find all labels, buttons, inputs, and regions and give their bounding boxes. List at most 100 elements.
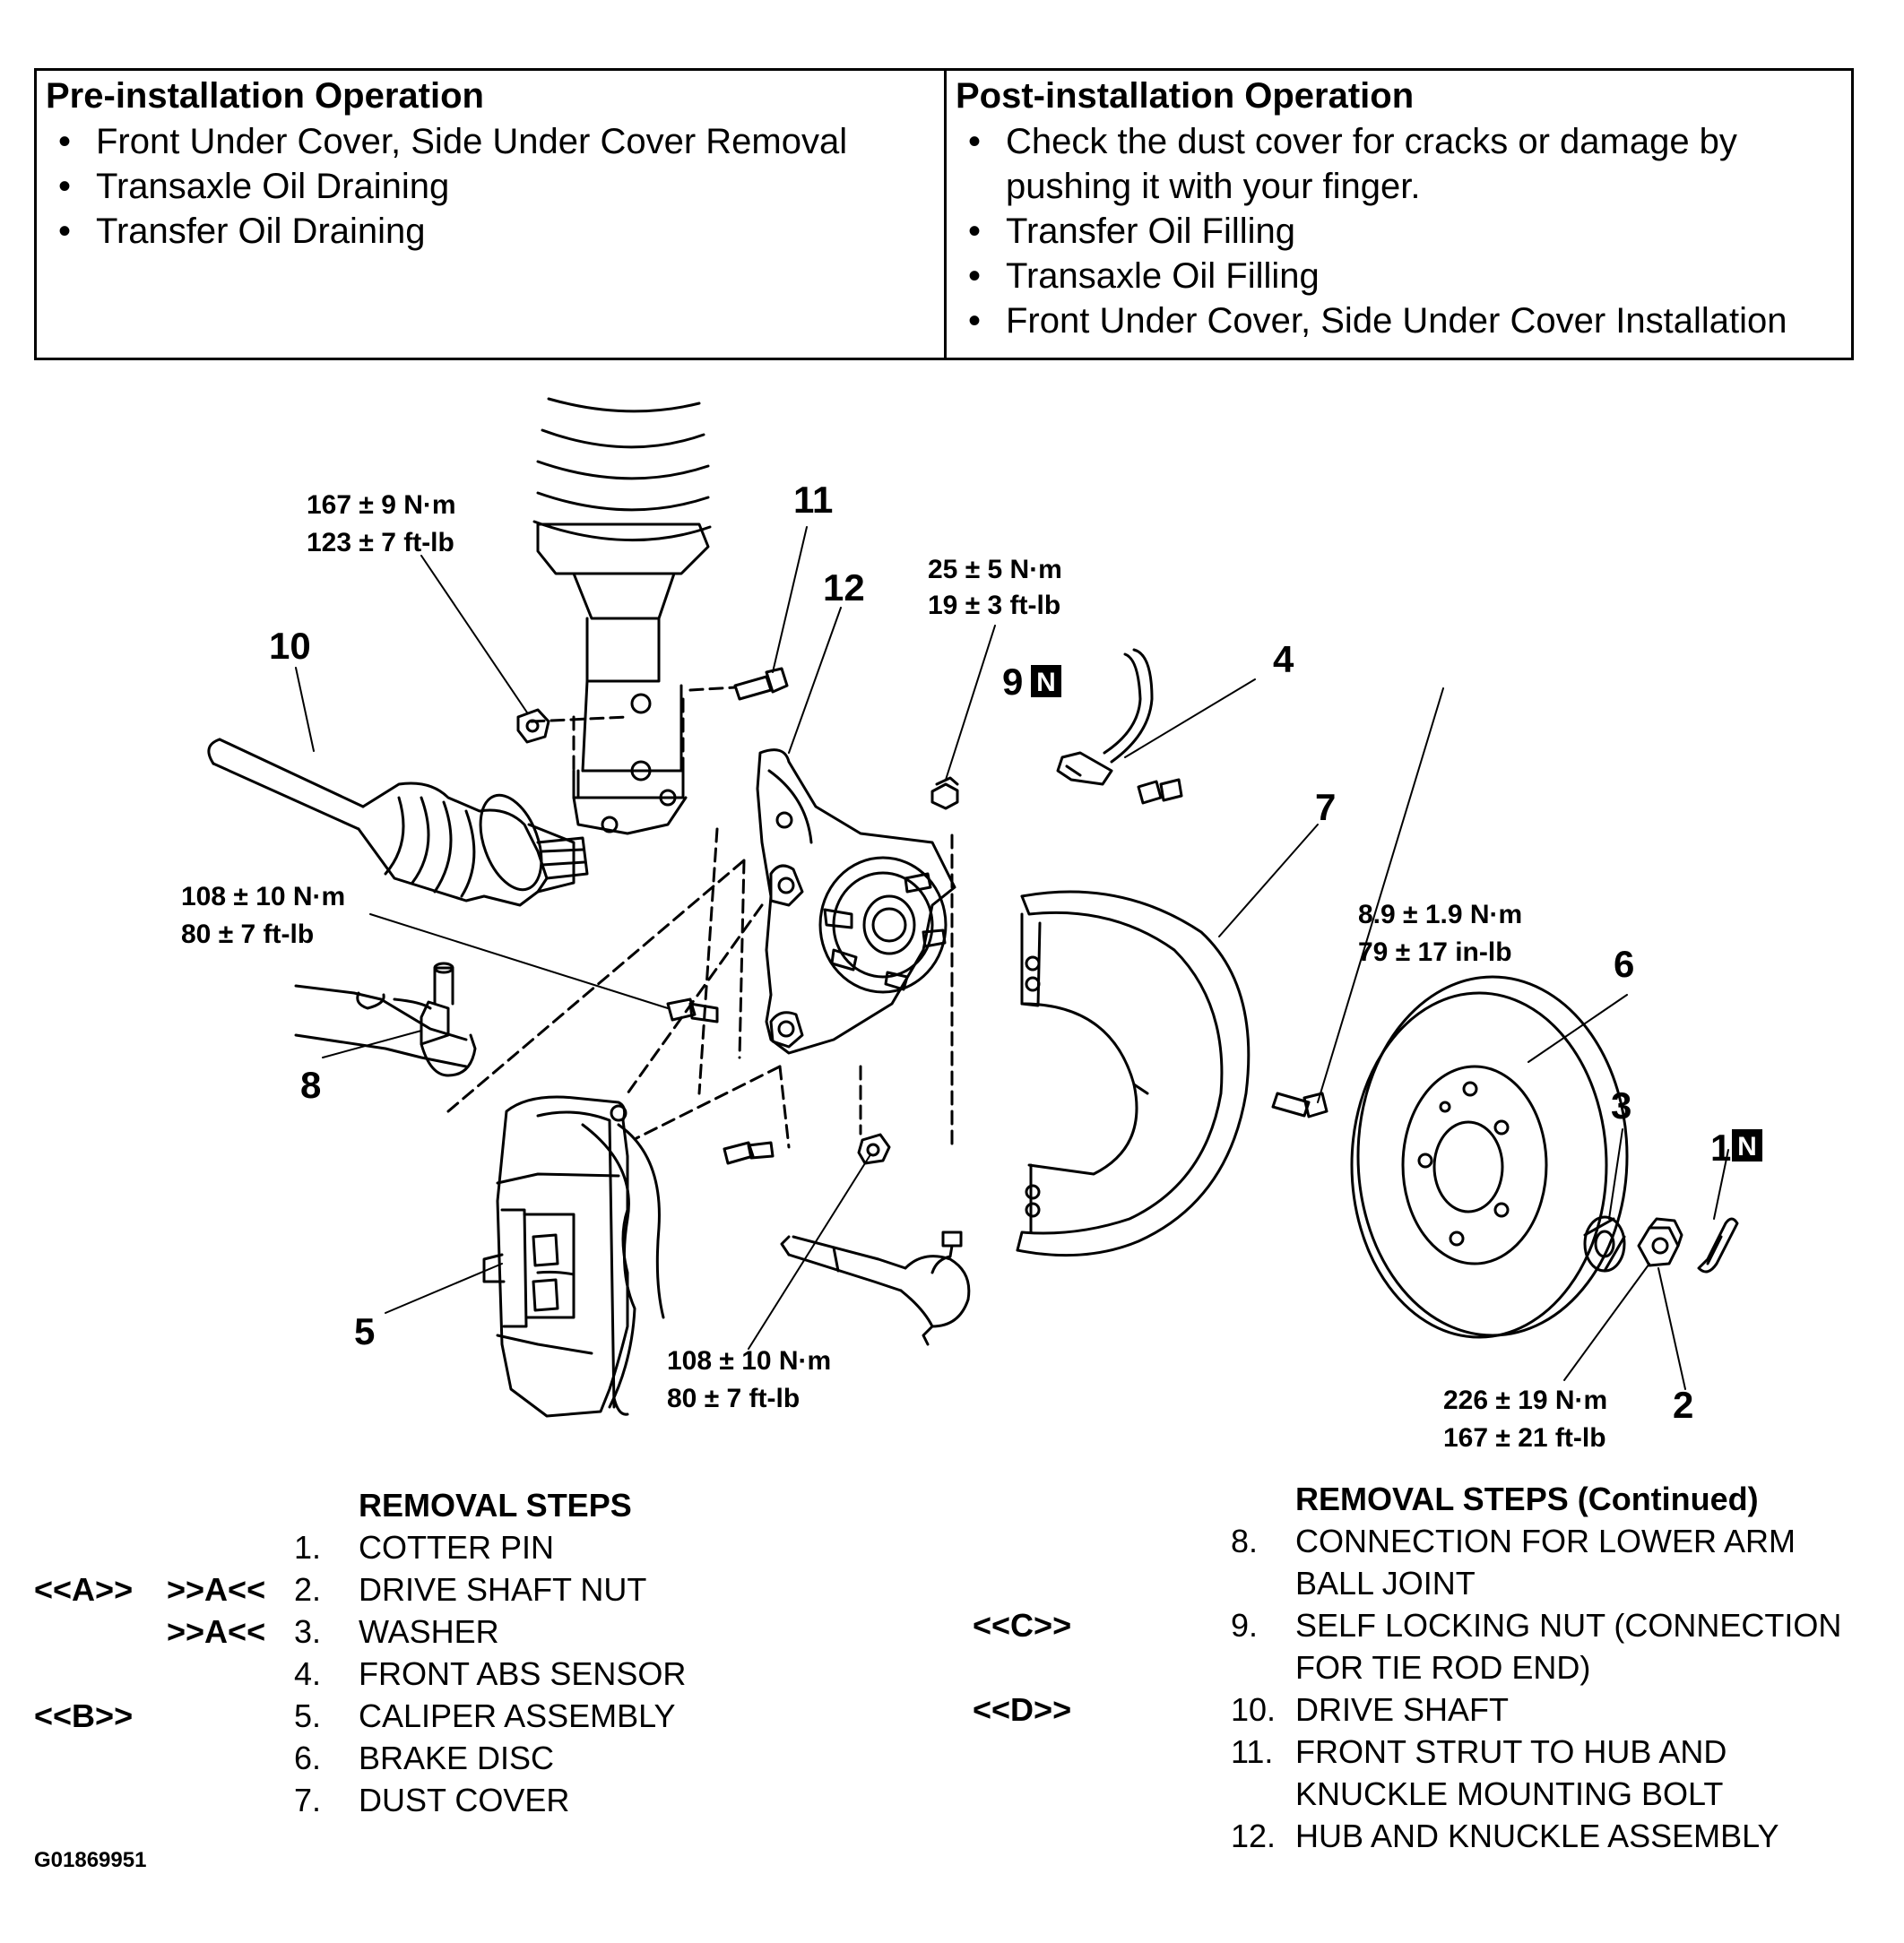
step-label: CONNECTION FOR LOWER ARM xyxy=(1295,1523,1796,1559)
torque-specs: 167 ± 9 N·m 123 ± 7 ft-lb 25 ± 5 N·m 19 … xyxy=(181,490,1607,1453)
strut-nut-drawing xyxy=(516,708,550,744)
torque-strut-nut-nm: 167 ± 9 N·m xyxy=(307,490,456,520)
torque-lower-arm-nut-nm: 108 ± 10 N·m xyxy=(667,1346,831,1376)
torque-lower-arm-nut-ftlb: 80 ± 7 ft-lb xyxy=(667,1384,800,1413)
removal-steps-continued: REMOVAL STEPS (Continued) 8. CONNECTION … xyxy=(973,1478,1896,1857)
step-number: 3. xyxy=(294,1613,322,1650)
post-installation-item: Transfer Oil Filling xyxy=(956,209,1842,254)
new-part-markers: N N xyxy=(1031,665,1762,1161)
pre-installation-item: Transaxle Oil Draining xyxy=(46,164,935,209)
callout-10: 10 xyxy=(269,625,311,667)
strut-bolt-drawing xyxy=(733,667,789,701)
step-label: CALIPER ASSEMBLY xyxy=(359,1697,676,1734)
step-label: BRAKE DISC xyxy=(359,1740,555,1776)
figure-id: G01869951 xyxy=(34,1848,147,1872)
pre-installation-item: Transfer Oil Draining xyxy=(46,209,935,254)
step-label: FRONT ABS SENSOR xyxy=(359,1655,687,1692)
step-number: 6. xyxy=(294,1740,322,1776)
step-number: 10. xyxy=(1231,1691,1277,1728)
removal-step: <<B>> 5. CALIPER ASSEMBLY xyxy=(34,1695,930,1737)
new-part-marker-1: N xyxy=(1737,1132,1757,1161)
callout-7: 7 xyxy=(1315,786,1336,828)
coil-spring-drawing xyxy=(532,397,712,542)
lower-arm-nut-drawing xyxy=(857,1133,891,1165)
step-label: DUST COVER xyxy=(359,1782,570,1818)
removal-step: 7. DUST COVER xyxy=(34,1779,930,1821)
step-label: SELF LOCKING NUT (CONNECTION xyxy=(1295,1607,1842,1644)
step-number: 9. xyxy=(1231,1607,1259,1644)
torque-tie-rod-nut-ftlb: 19 ± 3 ft-lb xyxy=(928,591,1060,620)
removal-step-continuation: KNUCKLE MOUNTING BOLT xyxy=(973,1773,1896,1815)
step-label: DRIVE SHAFT xyxy=(1295,1691,1510,1728)
pre-installation-title: Pre-installation Operation xyxy=(46,76,484,116)
operations-table: Pre-installation Operation Front Under C… xyxy=(34,68,1854,360)
callout-3: 3 xyxy=(1611,1084,1631,1127)
removal-step: 8. CONNECTION FOR LOWER ARM xyxy=(973,1520,1896,1562)
callout-12: 12 xyxy=(823,566,865,609)
removal-step: <<A>> >>A<< 2. DRIVE SHAFT NUT xyxy=(34,1568,930,1611)
post-installation-column: Post-installation Operation Check the du… xyxy=(947,71,1851,358)
step-number: 5. xyxy=(294,1697,322,1734)
step-label-continuation: BALL JOINT xyxy=(1295,1565,1476,1602)
removal-step: 12. HUB AND KNUCKLE ASSEMBLY xyxy=(973,1815,1896,1857)
install-code: >>A<< xyxy=(167,1571,266,1608)
torque-dust-cover-bolt-inlb: 79 ± 17 in-lb xyxy=(1358,937,1512,967)
callouts: 1 2 3 4 5 6 7 8 9 10 11 12 xyxy=(269,479,1731,1426)
torque-caliper-bolt-ftlb: 80 ± 7 ft-lb xyxy=(181,920,314,949)
exploded-view-diagram: 1 2 3 4 5 6 7 8 9 10 11 12 N N 167 ± 9 N… xyxy=(181,397,1762,1453)
brake-disc-drawing xyxy=(1350,975,1629,1339)
callout-9: 9 xyxy=(1002,661,1023,703)
removal-steps-continued-title: REMOVAL STEPS (Continued) xyxy=(1295,1481,1759,1517)
removal-step-continuation: BALL JOINT xyxy=(973,1562,1896,1604)
removal-step: 6. BRAKE DISC xyxy=(34,1737,930,1779)
torque-tie-rod-nut-nm: 25 ± 5 N·m xyxy=(928,555,1062,584)
new-part-marker-9: N xyxy=(1036,668,1056,697)
step-number: 12. xyxy=(1231,1818,1277,1854)
callout-2: 2 xyxy=(1673,1384,1693,1426)
step-number: 7. xyxy=(294,1782,322,1818)
step-label: COTTER PIN xyxy=(359,1529,555,1566)
abs-sensor-drawing xyxy=(1056,648,1183,805)
removal-step: 11. FRONT STRUT TO HUB AND xyxy=(973,1731,1896,1773)
step-label-continuation: FOR TIE ROD END) xyxy=(1295,1649,1591,1686)
step-label: WASHER xyxy=(359,1613,499,1650)
tie-rod-end-drawing xyxy=(780,1231,971,1346)
removal-steps: REMOVAL STEPS 1. COTTER PIN <<A>> >>A<< … xyxy=(34,1484,930,1821)
lower-arm-drawing xyxy=(294,962,477,1077)
drive-shaft-drawing xyxy=(207,738,589,907)
step-number: 11. xyxy=(1231,1733,1274,1770)
callout-11: 11 xyxy=(793,479,833,521)
cotter-pin-drawing xyxy=(1697,1217,1739,1274)
removal-step: <<C>> 9. SELF LOCKING NUT (CONNECTION xyxy=(973,1604,1896,1646)
post-installation-list: Check the dust cover for cracks or damag… xyxy=(956,119,1842,343)
step-number: 4. xyxy=(294,1655,322,1692)
caliper-bolt-drawing xyxy=(666,997,775,1165)
post-installation-item: Check the dust cover for cracks or damag… xyxy=(956,119,1842,209)
pre-installation-column: Pre-installation Operation Front Under C… xyxy=(37,71,947,358)
step-label-continuation: KNUCKLE MOUNTING BOLT xyxy=(1295,1775,1724,1812)
leader-lines xyxy=(295,526,1729,1390)
callout-6: 6 xyxy=(1614,943,1634,985)
callout-5: 5 xyxy=(354,1310,375,1352)
step-label: DRIVE SHAFT NUT xyxy=(359,1571,647,1608)
torque-dust-cover-bolt-nm: 8.9 ± 1.9 N·m xyxy=(1358,900,1522,929)
tie-rod-nut-drawing xyxy=(930,776,959,810)
dust-cover-drawing xyxy=(1016,890,1251,1257)
drive-shaft-nut-drawing xyxy=(1637,1217,1683,1267)
pre-installation-list: Front Under Cover, Side Under Cover Remo… xyxy=(46,119,935,254)
pre-installation-item: Front Under Cover, Side Under Cover Remo… xyxy=(46,119,935,164)
dust-cover-bolt-drawing xyxy=(1271,1092,1328,1118)
removal-code: <<A>> xyxy=(34,1571,134,1608)
removal-step: <<D>> 10. DRIVE SHAFT xyxy=(973,1688,1896,1731)
removal-step-continuation: FOR TIE ROD END) xyxy=(973,1646,1896,1688)
torque-drive-shaft-nut-ftlb: 167 ± 21 ft-lb xyxy=(1443,1423,1606,1453)
step-label: FRONT STRUT TO HUB AND xyxy=(1295,1733,1727,1770)
torque-strut-nut-ftlb: 123 ± 7 ft-lb xyxy=(307,528,454,557)
post-installation-item: Front Under Cover, Side Under Cover Inst… xyxy=(956,298,1842,343)
callout-4: 4 xyxy=(1273,638,1294,680)
removal-steps-title: REMOVAL STEPS xyxy=(359,1487,632,1524)
torque-drive-shaft-nut-nm: 226 ± 19 N·m xyxy=(1443,1386,1607,1415)
callout-8: 8 xyxy=(300,1064,321,1106)
callout-1: 1 xyxy=(1710,1127,1731,1169)
caliper-drawing xyxy=(482,1095,665,1418)
